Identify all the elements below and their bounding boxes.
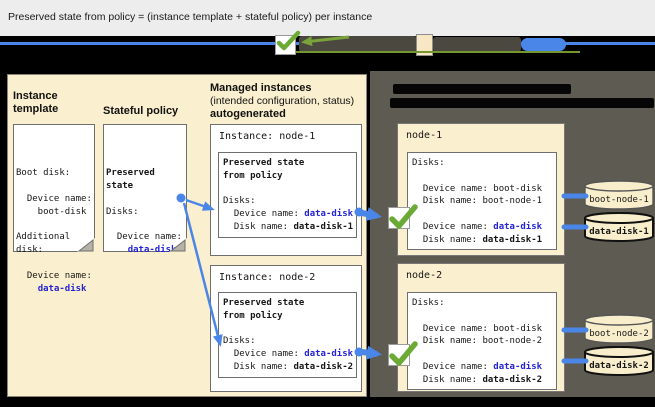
managed-instances-heading-line3: autogenerated (210, 108, 286, 120)
instance-template-heading: Instance template (13, 90, 59, 115)
legend-band (0, 30, 655, 71)
svg-text:data-disk-1: data-disk-1 (589, 226, 649, 237)
cream-chip (416, 34, 433, 56)
managed-instances-heading-line2: (intended configuration, status) (210, 95, 355, 107)
green-check-icon (275, 30, 301, 55)
disk-cylinder-boot-node-2: boot-node-2 (583, 313, 655, 345)
diagram-title: Preserved state from policy = (instance … (8, 11, 373, 23)
panel-heading-redacted-bar-2 (390, 98, 654, 108)
folded-corner-icon (169, 238, 187, 252)
vm-node-1-disks-box: Disks: Device name: boot-disk Disk name:… (407, 152, 557, 250)
green-underline (280, 51, 580, 53)
legend-dark-bar-2 (433, 37, 521, 52)
stateful-policy-heading: Stateful policy (103, 105, 179, 117)
green-check-icon (388, 341, 418, 366)
blue-pill (521, 38, 566, 51)
vm-node-2-label: node-2 (406, 270, 443, 281)
managed-instance-node-1-title: Instance: node-1 (219, 131, 316, 142)
svg-text:boot-node-1: boot-node-1 (589, 195, 649, 205)
vm-node-2-disks-box: Disks: Device name: boot-disk Disk name:… (407, 292, 557, 390)
vm-node-1-label: node-1 (406, 130, 443, 141)
legend-dark-bar-1 (299, 36, 417, 52)
folded-corner-icon (77, 238, 95, 252)
svg-text:boot-node-2: boot-node-2 (589, 329, 649, 339)
svg-text:data-disk-2: data-disk-2 (589, 360, 649, 371)
disk-cylinder-data-disk-1: data-disk-1 (583, 211, 655, 243)
disk-cylinder-boot-node-1: boot-node-1 (583, 179, 655, 211)
managed-instances-heading-line1: Managed instances (210, 82, 312, 94)
managed-instance-node-2-title: Instance: node-2 (219, 272, 316, 283)
managed-instances-heading: Managed instances (intended configuratio… (210, 82, 375, 121)
disk-cylinder-data-disk-2: data-disk-2 (583, 345, 655, 377)
header-strip: Preserved state from policy = (instance … (0, 0, 655, 36)
panel-heading-redacted-bar-1 (393, 84, 571, 94)
green-check-icon (388, 204, 418, 229)
